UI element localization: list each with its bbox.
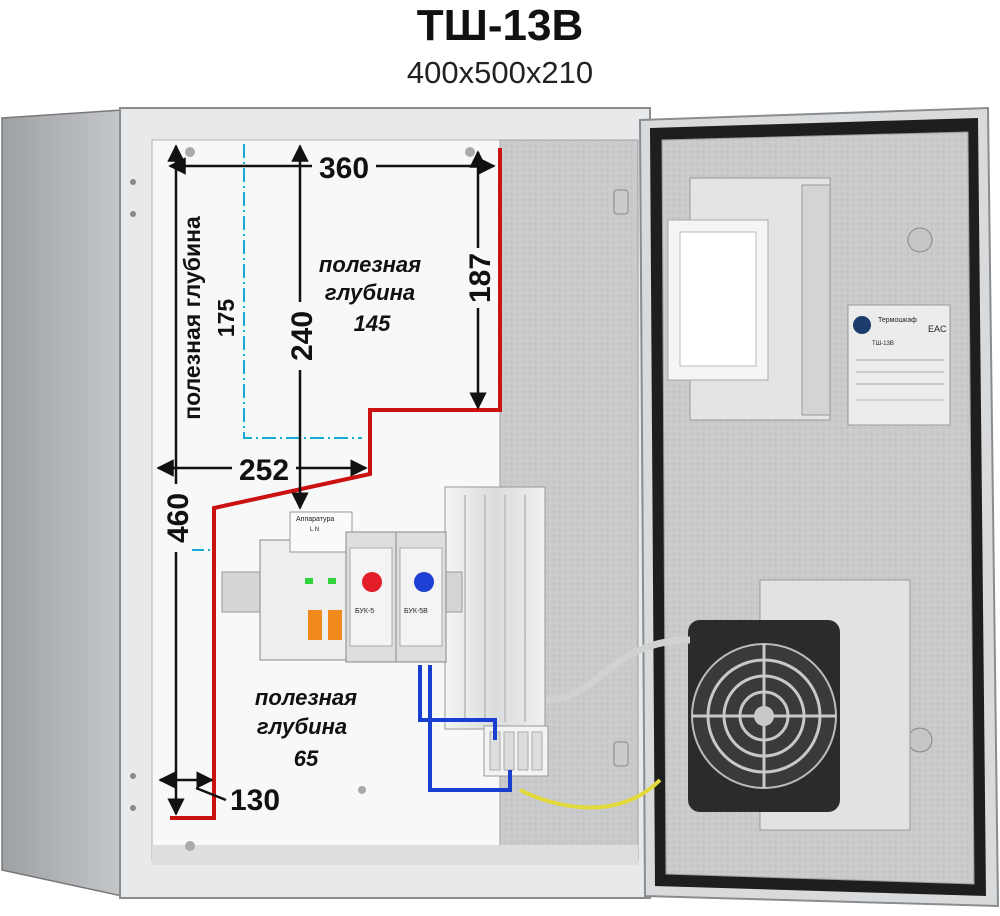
plate-model: ТШ-13В [872,341,894,347]
blue-knob-icon [414,572,434,592]
dim-height-right: 187 [464,253,497,303]
door-fan [688,579,911,831]
plate-eac: EAC [928,324,947,334]
page-subtitle: 400x500x210 [406,55,594,90]
brand-logo-icon [853,316,871,334]
zone-upper-left-line2: 175 [213,299,239,338]
zone-lower-line3: 65 [294,746,319,771]
dim-width-bottom: 130 [230,784,280,817]
ln-label: L N [310,527,319,533]
zone-lower-line2: глубина [257,714,347,739]
apparatus-label: Аппаратура [296,516,334,523]
buk5-label: БУК-5 [355,608,374,615]
zone-upper-right-line3: 145 [354,311,391,336]
circuit-breaker: Аппаратура L N [259,511,353,661]
controller-buk5v: БУК-5В [395,531,447,663]
fan-cable [544,636,691,704]
zone-upper-right-line1: полезная [319,252,421,277]
controller-buk5: БУК-5 [345,531,397,663]
zone-upper-right-line2: глубина [325,280,415,305]
red-knob-icon [362,572,382,592]
plate-brand: Термошкаф [878,317,917,324]
door-nameplate: Термошкаф ТШ-13В EAC [847,304,951,426]
dim-height-full: 460 [162,493,195,543]
door-filter-bracket [667,177,933,753]
blue-wire [428,665,512,792]
dim-width-top: 360 [319,152,369,185]
terminal-block [483,725,549,777]
page-title: ТШ-13В [416,1,584,50]
dim-width-mid: 252 [239,454,289,487]
blue-wire [418,665,497,740]
ground-wire [519,778,662,810]
buk5v-label: БУК-5В [404,608,428,615]
dim-height-mid: 240 [286,311,319,361]
cabinet-body [1,107,651,899]
zone-upper-left-line1: полезная глубина [179,216,205,420]
zone-lower-line1: полезная [255,685,357,710]
usable-zone-border [170,148,502,820]
